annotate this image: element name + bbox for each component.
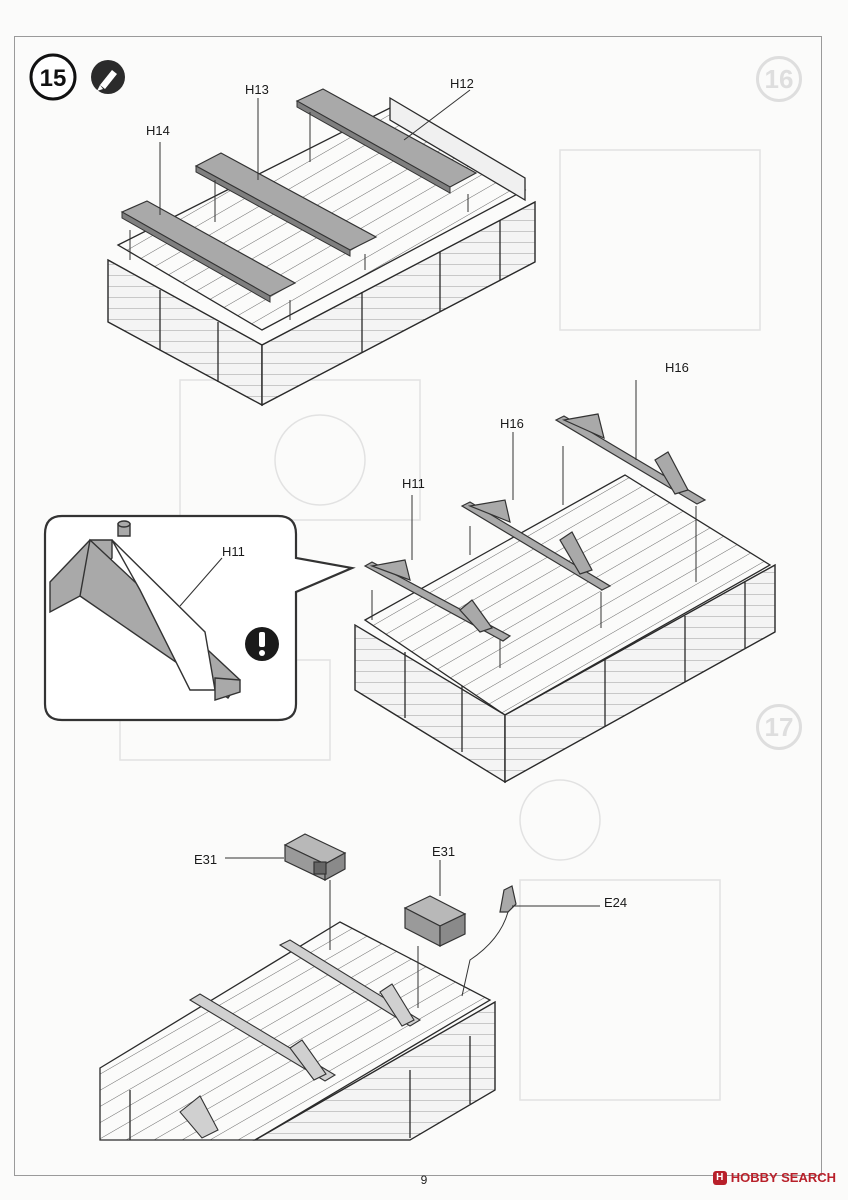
truck-bed-bottom <box>99 921 496 1141</box>
part-label-h16-front: H16 <box>500 416 524 431</box>
part-label-h12: H12 <box>450 76 474 91</box>
bench-plank-h13 <box>194 152 378 257</box>
page-frame <box>14 36 822 1176</box>
detail-bow-h11 <box>49 520 241 701</box>
truck-bed-middle <box>354 474 776 784</box>
background-ghost-art <box>119 149 761 1101</box>
part-label-e31-left: E31 <box>194 852 217 867</box>
part-label-h16-back: H16 <box>665 360 689 375</box>
bow-frame-h16-back <box>554 413 707 505</box>
guide-lines-bottom <box>225 857 600 1008</box>
part-e31-right <box>403 895 467 947</box>
bow-frame-h11 <box>363 559 512 642</box>
ghost-step-17: 17 <box>756 704 802 750</box>
part-label-e24: E24 <box>604 895 627 910</box>
part-e31-left <box>283 833 347 882</box>
guide-lines-middle <box>371 380 697 668</box>
paint-brush-icon <box>91 60 125 94</box>
truck-bed-top <box>107 96 536 407</box>
ghost-step-16: 16 <box>756 56 802 102</box>
bow-frame-h16-front <box>460 499 612 591</box>
guide-lines-top <box>129 89 471 320</box>
step-badge: 15 <box>29 53 77 101</box>
part-e24 <box>499 885 517 913</box>
bench-plank-h14 <box>120 200 297 303</box>
hobby-search-logo-icon: H <box>712 1170 727 1185</box>
page-number: 9 <box>420 1173 428 1187</box>
part-label-h14: H14 <box>146 123 170 138</box>
part-label-e31-right: E31 <box>432 844 455 859</box>
detail-label-h11: H11 <box>222 544 245 559</box>
watermark: H HOBBY SEARCH <box>712 1170 836 1185</box>
installed-bows-bottom <box>179 939 422 1139</box>
bench-plank-h12 <box>295 88 478 194</box>
detail-callout: H11 <box>43 514 356 722</box>
part-label-h13: H13 <box>245 82 269 97</box>
step-number: 15 <box>40 65 67 92</box>
exclamation-warning-icon <box>245 627 279 661</box>
part-label-h11: H11 <box>402 476 425 491</box>
watermark-text: HOBBY SEARCH <box>730 1170 836 1185</box>
